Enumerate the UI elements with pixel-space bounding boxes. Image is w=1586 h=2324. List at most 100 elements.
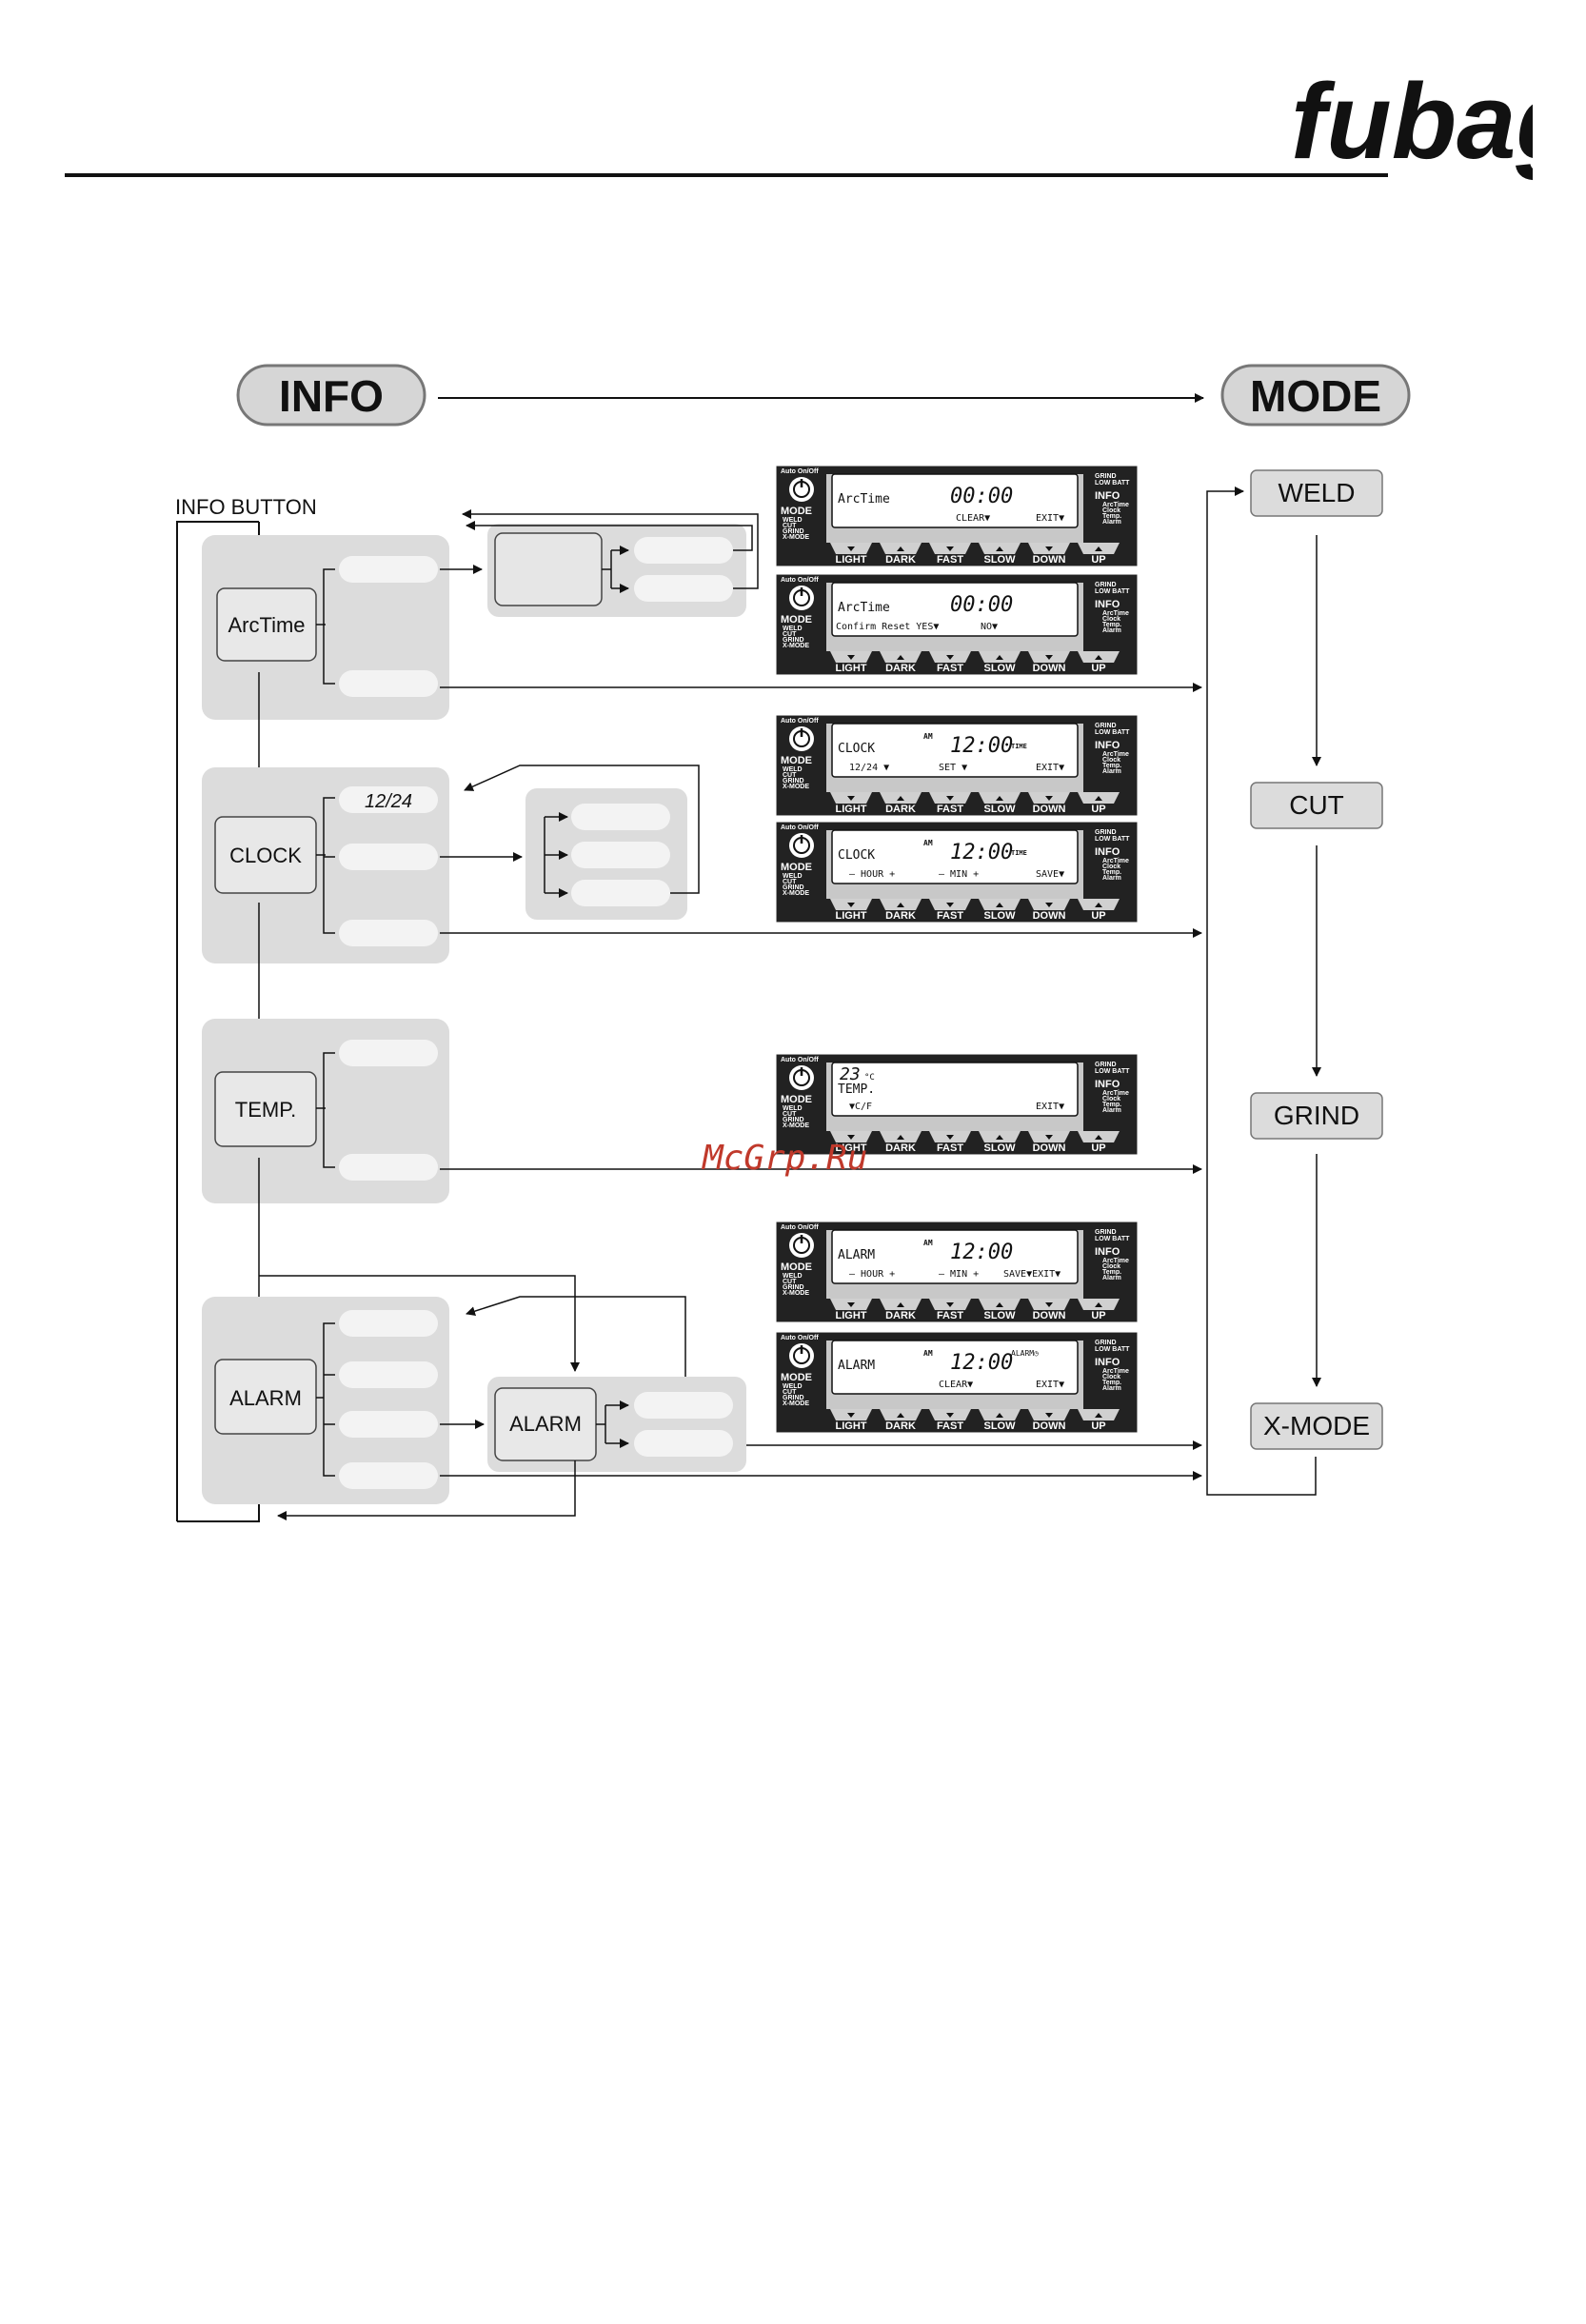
brand-logo: fubag <box>1291 67 1533 181</box>
panel-mode-item: X-MODE <box>783 1122 809 1129</box>
auto-onoff-label: Auto On/Off <box>781 1057 819 1063</box>
arrow-down-icon <box>1045 546 1053 551</box>
arrow-up-icon <box>1095 1135 1102 1140</box>
arrow-down-icon <box>847 796 855 801</box>
auto-onoff-label: Auto On/Off <box>781 824 819 831</box>
power-button[interactable] <box>789 586 814 610</box>
panel-mode-item: X-MODE <box>783 1400 809 1407</box>
lcd-softkey-a: Confirm Reset YES▼ <box>836 622 939 632</box>
panel-button-label: FAST <box>937 910 963 922</box>
panel-mode-item: X-MODE <box>783 534 809 541</box>
alarm-sub-option-1[interactable] <box>634 1392 733 1419</box>
info-label: INFO <box>1095 490 1120 502</box>
power-button[interactable] <box>789 1065 814 1090</box>
panel-mode-item: GRIND <box>783 778 804 785</box>
clock-sub-option-3[interactable] <box>571 880 670 906</box>
lowbatt-indicator: LOW BATT <box>1095 836 1130 843</box>
panel-info-item: Clock <box>1102 616 1120 623</box>
alarm-option-2[interactable] <box>339 1361 438 1388</box>
panel-info-item: Alarm <box>1102 519 1121 526</box>
panel-info-item: Alarm <box>1102 627 1121 634</box>
lcd-softkey-3: SAVE▼EXIT▼ <box>1003 1269 1061 1280</box>
panel-button-label: FAST <box>937 804 963 815</box>
arrow-down-icon <box>847 1135 855 1140</box>
mode-item-cut[interactable] <box>1250 782 1383 829</box>
header-rule <box>65 173 1388 177</box>
mode-list: WELD CUT GRIND X-MODE <box>1250 469 1383 1450</box>
lowbatt-indicator: LOW BATT <box>1095 729 1130 736</box>
panel-mode-item: X-MODE <box>783 1290 809 1297</box>
power-button[interactable] <box>789 726 814 751</box>
panel-mode-item: WELD <box>783 766 803 773</box>
info-label: INFO <box>1095 1246 1120 1258</box>
clock-option-1224[interactable] <box>339 786 438 813</box>
temp-option-exit[interactable] <box>339 1154 438 1181</box>
lowbatt-indicator: LOW BATT <box>1095 1068 1130 1075</box>
temp-block[interactable] <box>214 1071 317 1147</box>
lcd-am: AM <box>923 732 933 741</box>
mode-item-xmode[interactable] <box>1250 1402 1383 1450</box>
mode-item-grind[interactable] <box>1250 1092 1383 1140</box>
lcd-softkey-1: ▼C/F <box>849 1102 872 1112</box>
arctime-option-2[interactable] <box>339 670 438 697</box>
clock-option-exit[interactable] <box>339 920 438 946</box>
arctime-sub-block[interactable] <box>494 532 603 606</box>
mode-label: MODE <box>781 755 812 766</box>
clock-sub-option-2[interactable] <box>571 842 670 868</box>
grind-indicator: GRIND <box>1095 582 1117 588</box>
alarm-option-3[interactable] <box>339 1411 438 1438</box>
arrow-down-icon <box>946 1413 954 1418</box>
power-button[interactable] <box>789 1343 814 1368</box>
clock-sub-option-1[interactable] <box>571 804 670 830</box>
alarm-option-1[interactable] <box>339 1310 438 1337</box>
mode-item-weld[interactable] <box>1250 469 1383 517</box>
panel-info-item: Alarm <box>1102 768 1121 775</box>
panel-info-item: ArcTime <box>1102 858 1129 864</box>
lcd-title: CLOCK <box>838 742 875 756</box>
arrow-down-icon <box>847 546 855 551</box>
power-button[interactable] <box>789 833 814 858</box>
arrow-up-icon <box>996 655 1003 660</box>
info-button-label: INFO BUTTON <box>175 495 317 519</box>
temp-option-cf[interactable] <box>339 1040 438 1066</box>
clock-option-set[interactable] <box>339 844 438 870</box>
info-label: INFO <box>1095 599 1120 610</box>
lcd-big-time: 12:00 <box>950 1351 1013 1375</box>
arctime-sub-group <box>487 524 746 617</box>
info-loop-line <box>176 521 259 1521</box>
panel-mode-item: CUT <box>783 1279 797 1285</box>
panel-button-label: DOWN <box>1033 1310 1066 1321</box>
lcd-screen <box>831 829 1079 884</box>
arctime-group: ArcTime <box>202 535 449 720</box>
panel-button-label: UP <box>1091 804 1105 815</box>
power-button[interactable] <box>789 1233 814 1258</box>
info-label: INFO <box>1095 846 1120 858</box>
panel-button-label: UP <box>1091 663 1105 674</box>
panel-button-label: DARK <box>885 1420 916 1432</box>
lcd-temp-value: 23 <box>840 1064 861 1084</box>
alarm-option-4[interactable] <box>339 1462 438 1489</box>
panel-info-item: Alarm <box>1102 875 1121 882</box>
power-button[interactable] <box>789 477 814 502</box>
arctime-sub-option-1[interactable] <box>634 537 733 564</box>
arctime-option-1[interactable] <box>339 556 438 583</box>
panel-info-item: Clock <box>1102 864 1120 870</box>
panel-mode-item: WELD <box>783 1383 803 1390</box>
lcd-big-time: 00:00 <box>950 593 1013 617</box>
watermark: McGrp.Ru <box>703 1139 868 1178</box>
arctime-sub-option-2[interactable] <box>634 575 733 602</box>
auto-onoff-label: Auto On/Off <box>781 468 819 475</box>
panel-mode-item: GRIND <box>783 884 804 891</box>
panel-button-label: DOWN <box>1033 554 1066 566</box>
panel-button-label: FAST <box>937 663 963 674</box>
alarm-sub-option-2[interactable] <box>634 1430 733 1457</box>
panel-button-label: SLOW <box>984 910 1017 922</box>
lcd-screen <box>831 1062 1079 1117</box>
auto-onoff-label: Auto On/Off <box>781 1335 819 1341</box>
alarm-block[interactable] <box>214 1359 317 1435</box>
panel-button-label: UP <box>1091 910 1105 922</box>
panel-info-item: ArcTime <box>1102 1368 1129 1375</box>
panel-mode-item: X-MODE <box>783 890 809 897</box>
arrow-down-icon <box>1045 1135 1053 1140</box>
lcd-screen <box>831 1340 1079 1395</box>
